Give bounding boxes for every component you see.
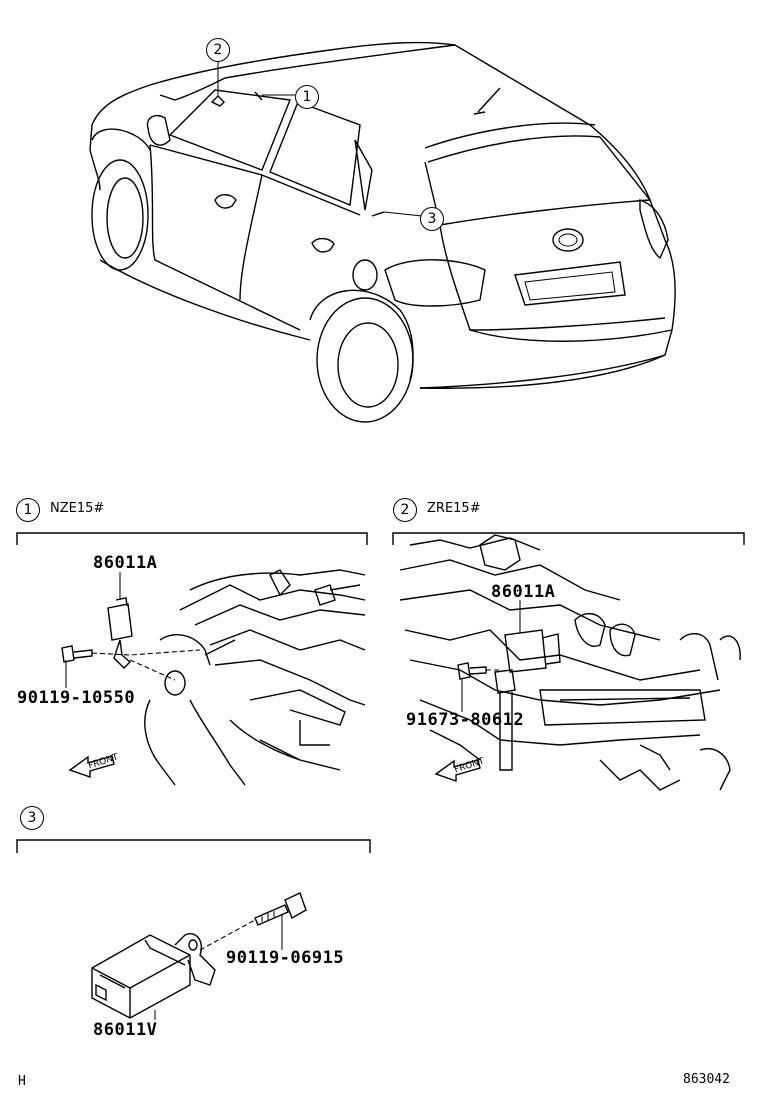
footer-left-code: H (18, 1074, 26, 1089)
section1-diagram (16, 532, 368, 786)
car-illustration (89, 41, 676, 423)
section1-part-bolt: 90119-10550 (17, 688, 136, 708)
callout-2: 2 (206, 38, 230, 62)
section1-callout: 1 (16, 498, 40, 522)
section1-model: NZE15# (50, 501, 105, 516)
section2-part-main: 86011A (491, 582, 556, 602)
section2-callout: 2 (393, 498, 417, 522)
section2-model: ZRE15# (427, 501, 481, 516)
section3-callout: 3 (20, 806, 44, 830)
section3-part-bolt: 90119-06915 (226, 948, 345, 968)
callout-1: 1 (295, 85, 319, 109)
callout-3: 3 (420, 207, 444, 231)
section2-diagram (392, 532, 745, 791)
section2-part-bolt: 91673-80612 (406, 710, 525, 730)
section3-part-main: 86011V (93, 1020, 158, 1040)
section1-part-main: 86011A (93, 553, 158, 573)
figure-number: 863042 (683, 1072, 730, 1087)
